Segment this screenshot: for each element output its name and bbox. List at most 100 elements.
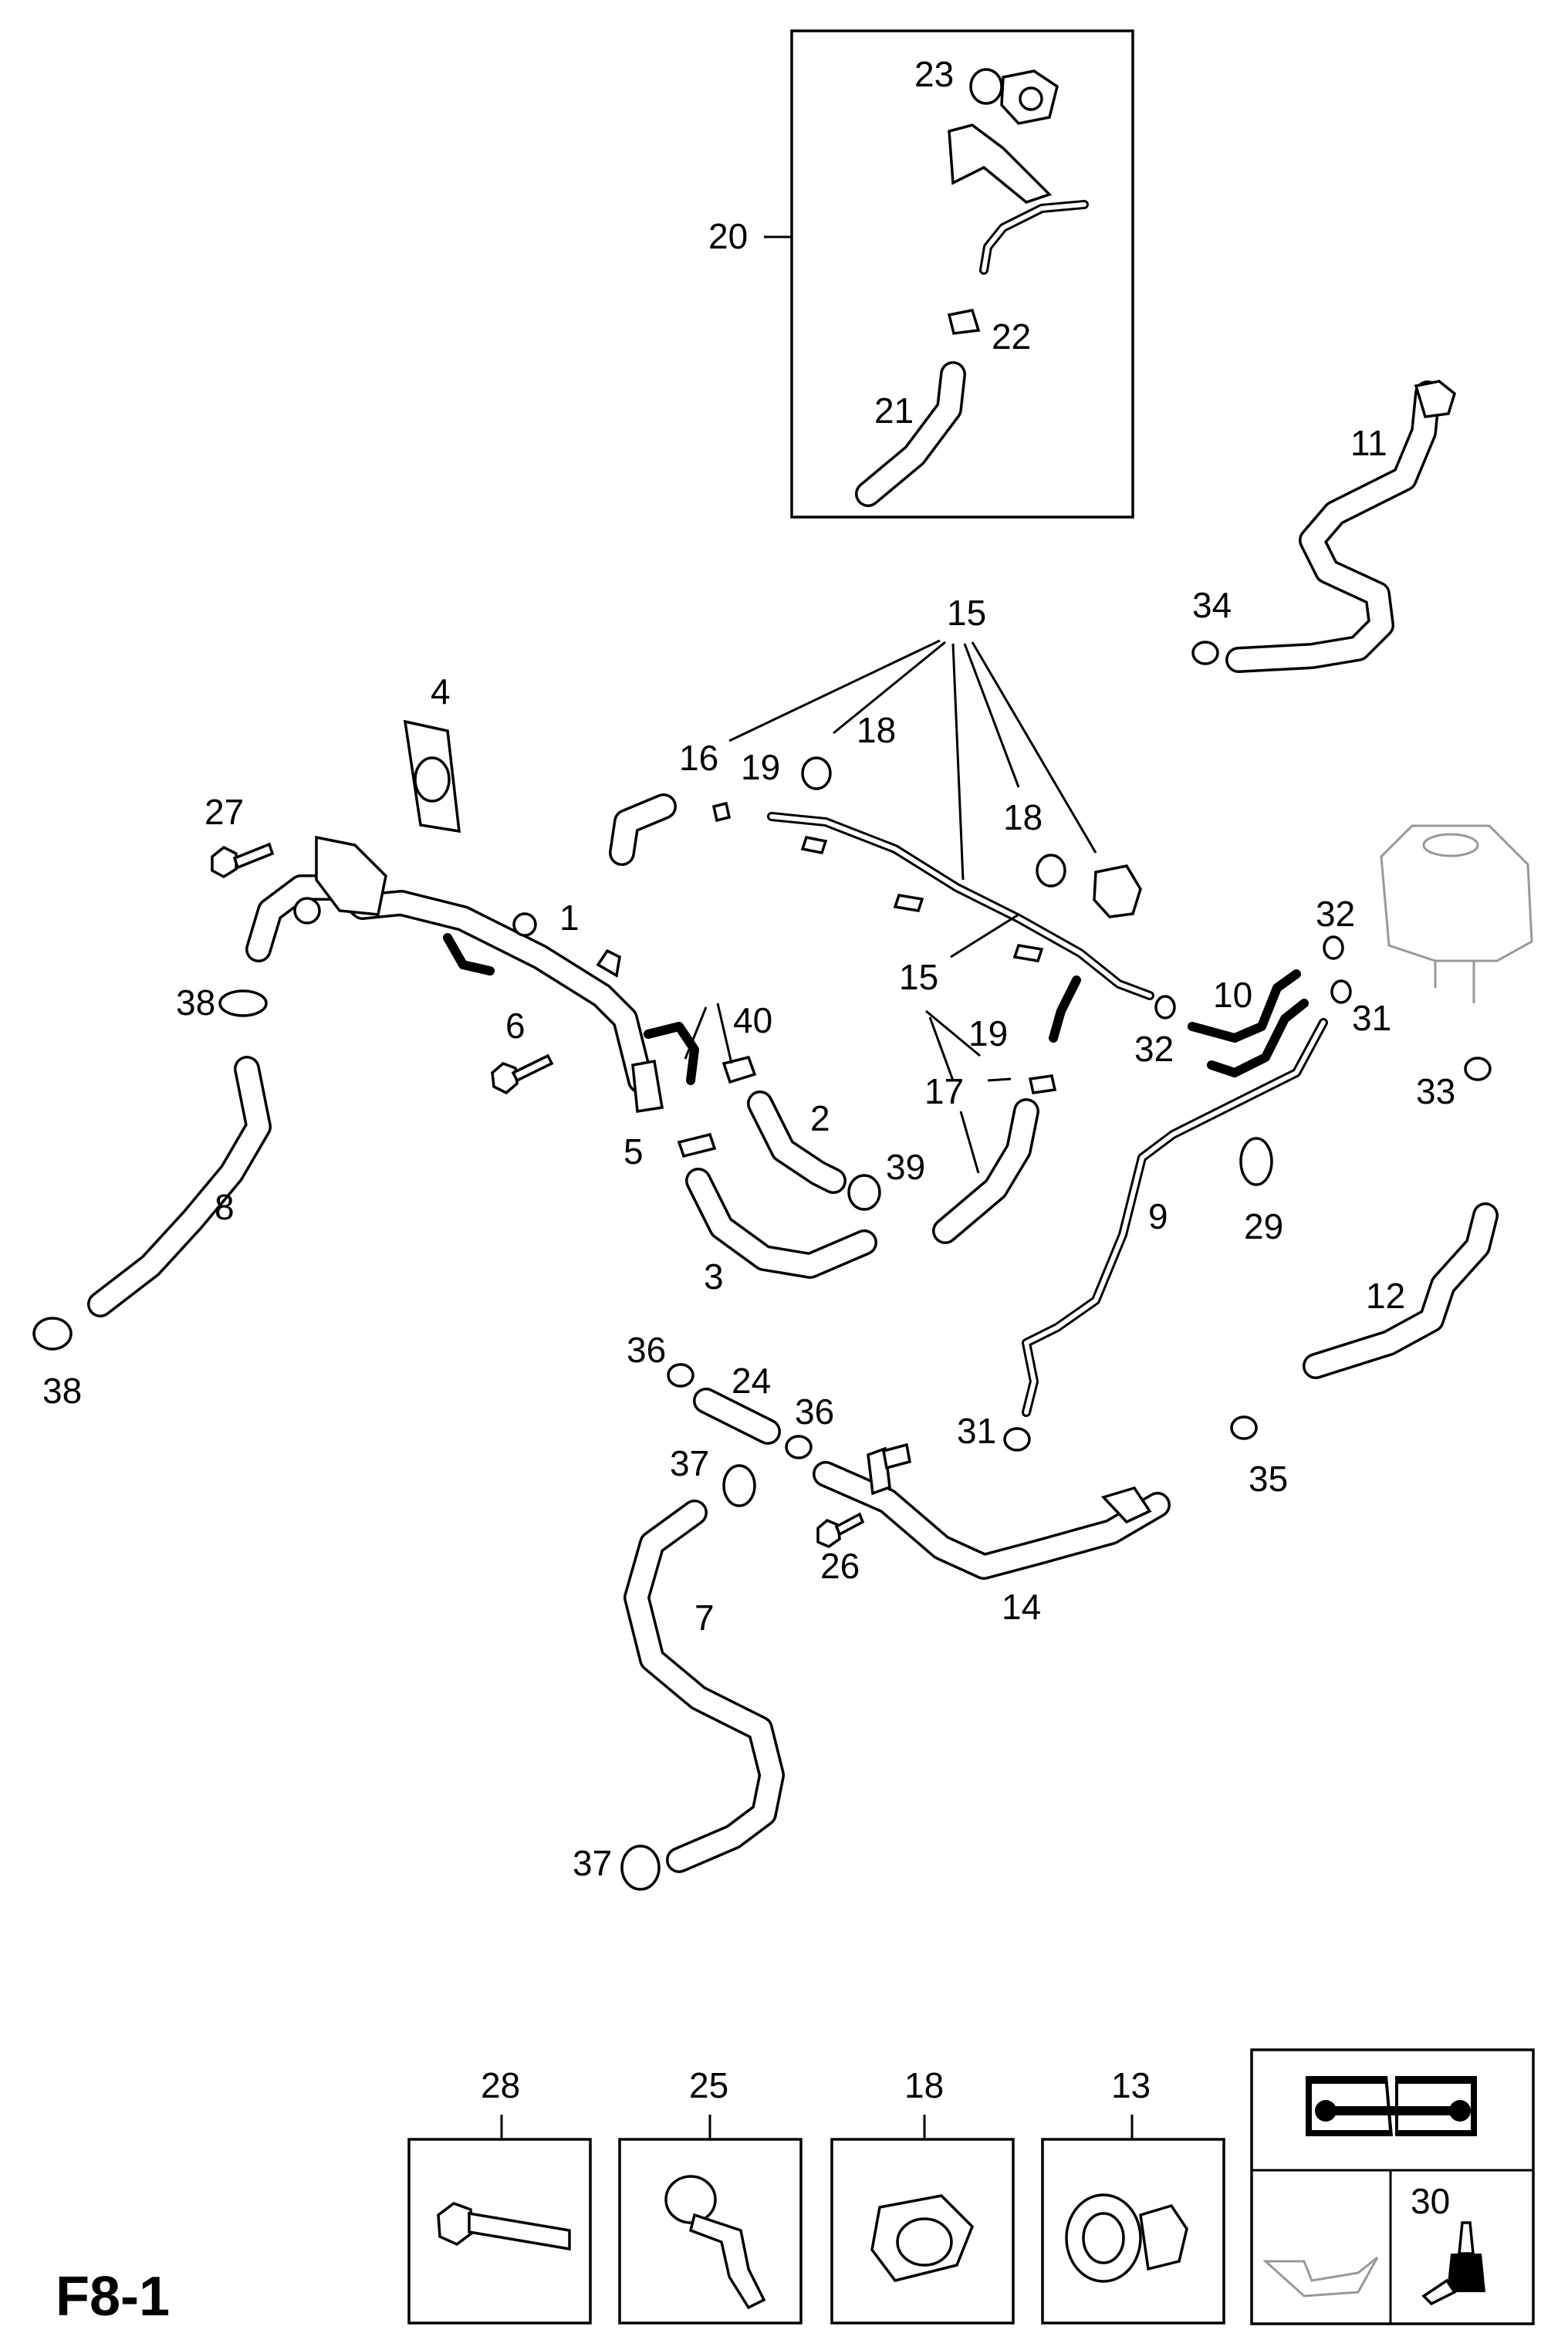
- callout-15-mid: 15: [899, 957, 938, 997]
- callout-3: 3: [704, 1256, 724, 1297]
- callout-5: 5: [623, 1131, 644, 1172]
- hose-clip-icon: [664, 2175, 766, 2310]
- part-15-bracket-icon: [1093, 864, 1142, 918]
- part-14-pipe-icon: [813, 1442, 1171, 1580]
- callout-2: 2: [810, 1098, 830, 1138]
- part-17-hose-icon: [932, 1098, 1039, 1244]
- callout-29: 29: [1244, 1206, 1283, 1246]
- part-8-hose-icon: [87, 1056, 272, 1317]
- callout-7: 7: [694, 1598, 715, 1638]
- legend-label-28: 28: [481, 2065, 520, 2105]
- part-19-clip-upper-icon: [711, 801, 732, 823]
- callout-39: 39: [886, 1147, 925, 1187]
- legend-label-30: 30: [1411, 2181, 1450, 2221]
- callout-37-bottom: 37: [573, 1843, 612, 1883]
- callout-8: 8: [215, 1187, 235, 1227]
- part-29-clip-icon: [1239, 1137, 1273, 1186]
- callout-36-right: 36: [795, 1391, 834, 1432]
- callout-38-top: 38: [176, 982, 215, 1023]
- part-18-clip-upper-icon: [801, 756, 832, 790]
- part-2-hose-icon: [747, 1091, 847, 1194]
- callout-35: 35: [1249, 1459, 1288, 1499]
- part-1-coolant-pipe-icon: [245, 835, 699, 1114]
- part-16-elbow-icon: [609, 793, 677, 866]
- part-21-hose-icon: [855, 361, 966, 507]
- service-box: 30: [1250, 2048, 1535, 2325]
- legend-box-13: 13: [1041, 2065, 1225, 2325]
- part-36-clamp-left-icon: [667, 1363, 694, 1388]
- callout-21: 21: [874, 391, 914, 431]
- part-37-clamp-bottom-icon: [620, 1845, 661, 1891]
- part-20-bracket-pipe-icon: [948, 123, 1089, 275]
- part-3-hose-icon: [685, 1168, 877, 1279]
- part-27-bolt-icon: [211, 842, 275, 879]
- callout-27: 27: [204, 792, 244, 832]
- callout-26: 26: [820, 1546, 860, 1586]
- part-31-ring-lower-icon: [1003, 1427, 1031, 1452]
- callout-14: 14: [1002, 1587, 1041, 1627]
- repair-manual-icon: [1306, 2076, 1477, 2136]
- callout-18-top: 18: [857, 710, 896, 750]
- part-11-hose-icon: [1225, 380, 1457, 673]
- callout-12: 12: [1366, 1276, 1405, 1316]
- callout-38-bottom: 38: [42, 1371, 82, 1411]
- part-4-gasket-icon: [403, 719, 461, 834]
- callout-11: 11: [1350, 423, 1387, 463]
- part-10-hose-icon: [1188, 969, 1309, 1077]
- callout-37-top: 37: [670, 1443, 709, 1483]
- expansion-tank-icon: [1380, 824, 1533, 1003]
- legend-box-18: 18: [830, 2065, 1015, 2325]
- callout-15-top: 15: [947, 593, 986, 633]
- figure-title: F8-1: [56, 2266, 171, 2328]
- legend-box-25: 25: [618, 2065, 803, 2325]
- part-7-hose-icon: [623, 1500, 785, 1873]
- part-39-clamp-icon: [847, 1174, 881, 1211]
- callout-31-top: 31: [1352, 998, 1391, 1038]
- part-19-clip-lower-icon: [1028, 1074, 1057, 1094]
- part-34-clamp-icon: [1191, 641, 1219, 665]
- part-31-ring-upper-icon: [1330, 979, 1352, 1004]
- callout-20: 20: [708, 216, 748, 256]
- part-23-clip-icon: [969, 68, 1059, 125]
- part-12-hose-icon: [1303, 1202, 1499, 1379]
- part-33-clamp-icon: [1464, 1057, 1492, 1081]
- callout-19-mid: 19: [968, 1013, 1008, 1053]
- callout-numbers: 23 20 22 21 11 34 15 4 16 19 18 18 27 1 …: [42, 54, 1455, 1883]
- sealant-bottle-icon: [1421, 2221, 1485, 2306]
- callout-16: 16: [679, 738, 718, 778]
- flange-bolt-icon: [437, 2202, 571, 2251]
- callout-24: 24: [732, 1361, 771, 1401]
- callout-34: 34: [1192, 585, 1232, 625]
- part-6-bolt-icon: [491, 1053, 554, 1095]
- callout-9: 9: [1148, 1196, 1168, 1236]
- callout-33: 33: [1416, 1071, 1455, 1111]
- part-32-ring-upper-icon: [1323, 935, 1344, 960]
- oil-can-icon: [1262, 2256, 1379, 2298]
- part-24-hose-icon: [693, 1388, 781, 1445]
- part-18-clip-mid-icon: [1036, 854, 1066, 888]
- callout-40: 40: [733, 1000, 772, 1040]
- part-38-clamp-top-icon: [218, 989, 268, 1017]
- callout-6: 6: [505, 1006, 525, 1046]
- part-5-clip-icon: [677, 1132, 717, 1158]
- part-22-clip-icon: [947, 308, 981, 335]
- callout-19-top: 19: [741, 747, 780, 787]
- clip-bracket-icon: [870, 2194, 975, 2282]
- part-37-clamp-top-icon: [722, 1464, 756, 1507]
- callout-4: 4: [431, 671, 451, 712]
- part-26-bolt-icon: [816, 1512, 865, 1548]
- callout-23: 23: [914, 54, 954, 94]
- callout-18-mid: 18: [1003, 797, 1043, 837]
- legend-label-18: 18: [904, 2065, 944, 2105]
- legend-label-13: 13: [1111, 2065, 1151, 2105]
- callout-31-low: 31: [957, 1411, 996, 1451]
- part-15-pipe-assembly-icon: [767, 812, 1154, 1043]
- inset-frame: [790, 29, 1134, 519]
- part-36-clamp-right-icon: [785, 1435, 813, 1459]
- callout-1: 1: [559, 898, 580, 938]
- part-9-hose-icon: [1022, 1018, 1328, 1417]
- callout-36-left: 36: [627, 1330, 666, 1370]
- part-35-clamp-icon: [1230, 1415, 1258, 1440]
- part-38-clamp-bottom-icon: [32, 1317, 73, 1351]
